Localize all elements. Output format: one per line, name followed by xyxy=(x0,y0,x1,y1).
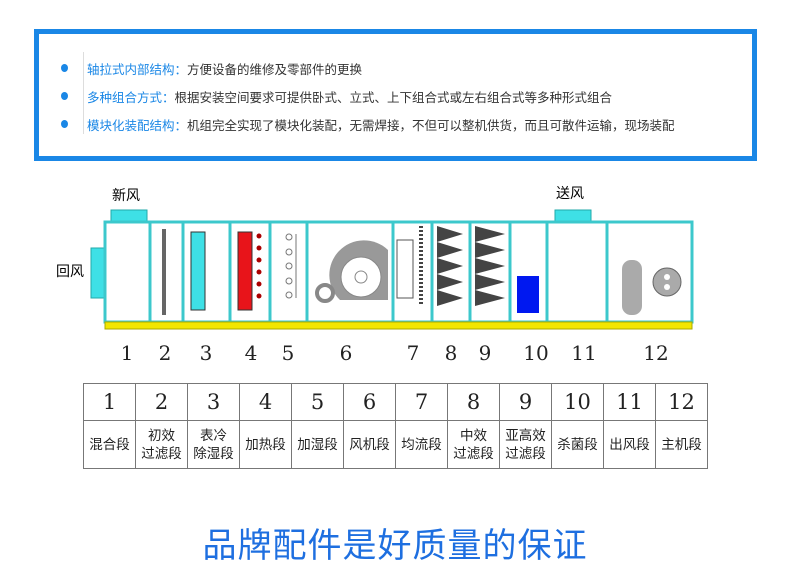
air-handling-unit-diagram: 新风 送风 回风 1 2 3 4 5 6 7 8 xyxy=(56,186,694,365)
slogan: 品牌配件是好质量的保证 xyxy=(202,526,588,566)
table-number-cell: 3 xyxy=(187,383,240,421)
fan-icon xyxy=(315,240,388,303)
section-number: 1 xyxy=(121,341,134,365)
section-number: 10 xyxy=(523,341,548,365)
features-panel: 轴拉式内部结构：方便设备的维修及零部件的更换 多种组合方式：根据安装空间要求可提… xyxy=(34,29,757,161)
supply-air-outlet xyxy=(554,209,592,223)
unit-base xyxy=(104,321,693,330)
table-label-cell: 均流段 xyxy=(395,420,448,469)
table-number-cell: 12 xyxy=(655,383,708,421)
feature-key: 轴拉式内部结构： xyxy=(87,62,188,77)
label-line: 中效 xyxy=(460,427,487,444)
table-label-cell: 中效过滤段 xyxy=(447,420,500,469)
section-number: 12 xyxy=(643,341,668,365)
section-number: 2 xyxy=(159,341,172,365)
cooling-coil-icon xyxy=(190,231,206,311)
section-number: 11 xyxy=(571,341,596,365)
feature-key: 模块化装配结构： xyxy=(87,118,188,133)
table-number-cell: 10 xyxy=(551,383,604,421)
table-number-cell: 8 xyxy=(447,383,500,421)
table-number-cell: 2 xyxy=(135,383,188,421)
table-label-cell: 初效过滤段 xyxy=(135,420,188,469)
section-number: 6 xyxy=(340,341,353,365)
bullet-icon xyxy=(61,120,68,128)
primary-filter-icon xyxy=(162,229,166,315)
feature-text: 机组完全实现了模块化装配，无需焊接，不但可以整机供货，而且可散件运输，现场装配 xyxy=(187,118,675,133)
label-line: 风机段 xyxy=(349,436,390,453)
feature-key: 多种组合方式： xyxy=(87,90,175,105)
section-number: 4 xyxy=(245,341,258,365)
table-label-cell: 加湿段 xyxy=(291,420,344,469)
table-label-cell: 加热段 xyxy=(239,420,292,469)
feature-text: 方便设备的维修及零部件的更换 xyxy=(187,62,363,77)
table-label-cell: 亚高效过滤段 xyxy=(499,420,552,469)
label-line: 出风段 xyxy=(609,436,650,453)
sterilizer-icon xyxy=(517,276,539,313)
label-line: 加湿段 xyxy=(297,436,338,453)
label-line: 表冷 xyxy=(200,427,227,444)
bullet-icon xyxy=(61,92,68,100)
table-number-cell: 4 xyxy=(239,383,292,421)
diffuser-icon xyxy=(396,239,414,299)
section-number: 5 xyxy=(282,341,295,365)
label-line: 过滤段 xyxy=(141,445,182,462)
table-number-cell: 5 xyxy=(291,383,344,421)
label-line: 初效 xyxy=(148,427,175,444)
divider xyxy=(83,52,84,134)
table-label-cell: 出风段 xyxy=(603,420,656,469)
fresh-air-label: 新风 xyxy=(112,188,140,204)
bullet-icon xyxy=(61,64,68,72)
label-line: 过滤段 xyxy=(505,445,546,462)
table-label-cell: 风机段 xyxy=(343,420,396,469)
table-label-cell: 杀菌段 xyxy=(551,420,604,469)
supply-air-label: 送风 xyxy=(556,186,584,202)
sub-hepa-filter-icon xyxy=(475,226,505,306)
table-label-cell: 表冷除湿段 xyxy=(187,420,240,469)
return-air-label: 回风 xyxy=(56,264,84,280)
label-line: 杀菌段 xyxy=(557,436,598,453)
heating-coil-icon xyxy=(237,231,253,311)
compressor-icon xyxy=(622,260,642,315)
medium-filter-icon xyxy=(437,226,463,306)
return-air-inlet xyxy=(90,247,106,299)
motor-icon xyxy=(652,267,682,297)
label-line: 除湿段 xyxy=(193,445,234,462)
table-label-cell: 主机段 xyxy=(655,420,708,469)
section-number: 7 xyxy=(407,341,420,365)
label-line: 均流段 xyxy=(401,436,442,453)
section-number: 8 xyxy=(445,341,458,365)
table-number-cell: 11 xyxy=(603,383,656,421)
table-number-cell: 7 xyxy=(395,383,448,421)
section-number: 3 xyxy=(200,341,213,365)
fresh-air-inlet xyxy=(110,209,148,223)
humidifier-icon xyxy=(285,233,297,299)
table-number-cell: 6 xyxy=(343,383,396,421)
label-line: 加热段 xyxy=(245,436,286,453)
table-number-cell: 9 xyxy=(499,383,552,421)
table-number-cell: 1 xyxy=(83,383,136,421)
section-number: 9 xyxy=(479,341,492,365)
table-label-cell: 混合段 xyxy=(83,420,136,469)
label-line: 混合段 xyxy=(89,436,130,453)
feature-text: 根据安装空间要求可提供卧式、立式、上下组合式或左右组合式等多种形式组合 xyxy=(174,90,613,105)
label-line: 过滤段 xyxy=(453,445,494,462)
label-line: 主机段 xyxy=(661,436,702,453)
label-line: 亚高效 xyxy=(505,427,546,444)
